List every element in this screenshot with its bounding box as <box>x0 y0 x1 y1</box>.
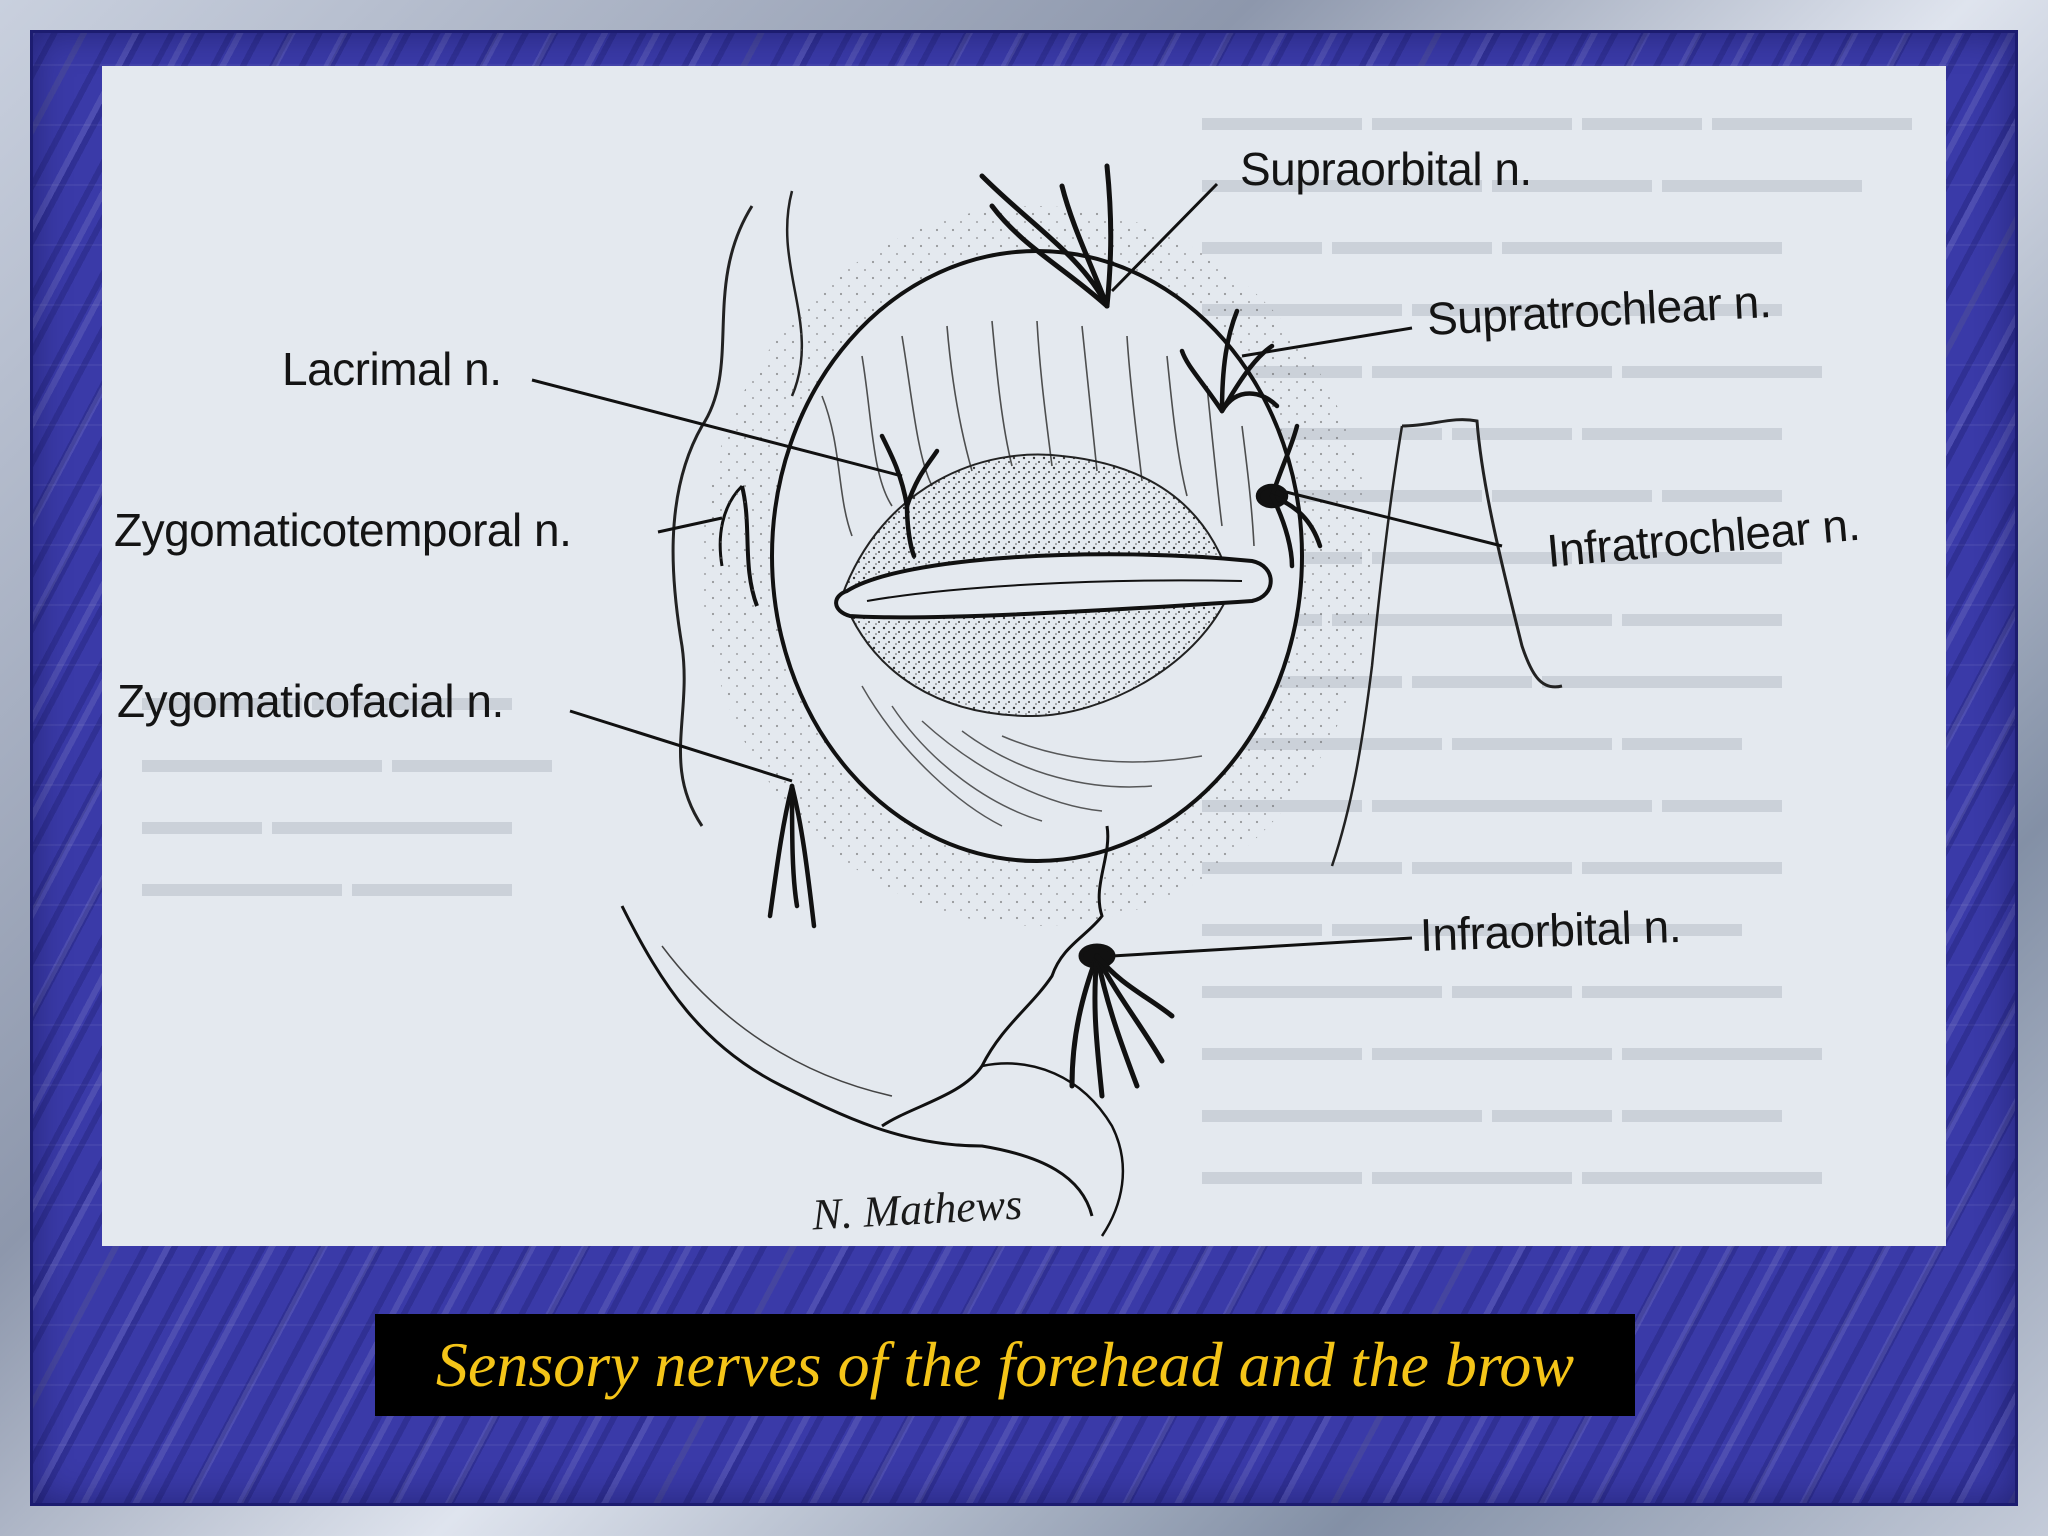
leader-lines <box>531 182 1503 958</box>
label-zygomaticofacial: Zygomaticofacial n. <box>117 675 504 727</box>
lacrimal-nerve <box>879 433 940 559</box>
zygomaticofacial-nerve <box>767 783 817 929</box>
supraorbital-nerve <box>979 163 1114 309</box>
label-lacrimal: Lacrimal n. <box>282 343 502 395</box>
caption-box: Sensory nerves of the forehead and the b… <box>375 1314 1635 1416</box>
supratrochlear-nerve <box>1179 308 1280 414</box>
anatomy-illustration: ▬▬▬▬ ▬▬▬▬▬ ▬▬▬ ▬▬▬▬▬▬▬▬▬▬▬▬ ▬▬▬▬ ▬▬▬▬▬▬▬… <box>102 66 1946 1246</box>
bleed-through-text-left: ▬▬▬▬ ▬▬▬▬▬▬▬▬▬▬▬ ▬▬▬▬▬▬▬ ▬▬▬▬▬▬▬▬▬▬▬ ▬▬▬… <box>142 674 552 905</box>
eye-anatomy-drawing <box>531 163 1563 1237</box>
label-supraorbital: Supraorbital n. <box>1240 143 1532 195</box>
slide-caption: Sensory nerves of the forehead and the b… <box>435 1329 1575 1400</box>
label-infraorbital: Infraorbital n. <box>1419 899 1682 961</box>
infratrochlear-nerve <box>1255 423 1323 569</box>
infraorbital-nerve <box>1069 943 1175 1099</box>
label-zygomaticotemporal: Zygomaticotemporal n. <box>114 504 572 556</box>
